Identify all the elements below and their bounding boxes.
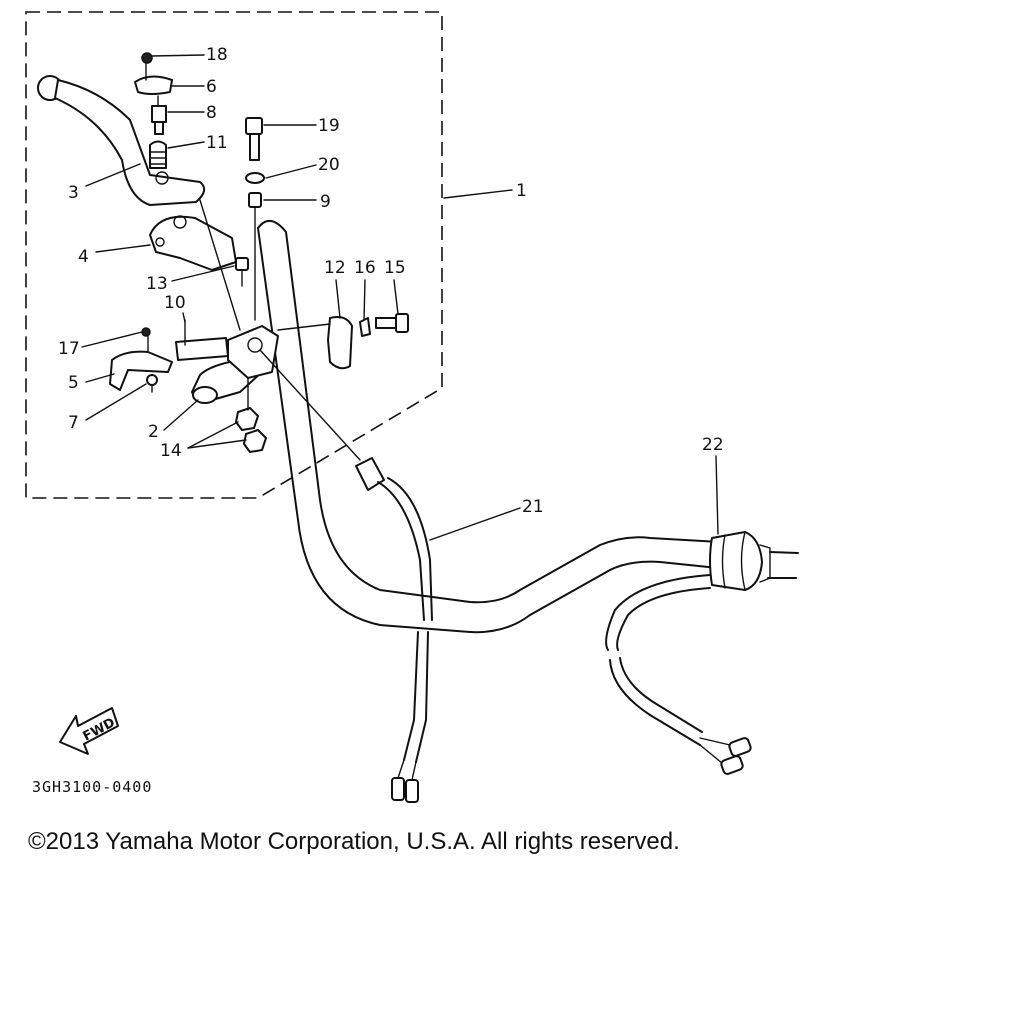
top-fasteners xyxy=(134,52,173,169)
callout-12: 12 xyxy=(324,258,346,278)
callout-19: 19 xyxy=(318,116,340,136)
assembly-boundary xyxy=(25,11,443,499)
callout-4: 4 xyxy=(78,247,89,267)
callout-20: 20 xyxy=(318,155,340,175)
fwd-arrow-icon: FWD xyxy=(59,707,119,755)
switch-harness xyxy=(605,574,752,775)
callout-2: 2 xyxy=(148,422,159,442)
callout-8: 8 xyxy=(206,103,217,123)
callout-6: 6 xyxy=(206,77,217,97)
callout-16: 16 xyxy=(354,258,376,278)
callout-15: 15 xyxy=(384,258,406,278)
pivot-bolt-set xyxy=(245,117,265,321)
callout-14: 14 xyxy=(160,441,182,461)
screw-13 xyxy=(199,199,249,331)
callout-21: 21 xyxy=(522,497,544,517)
lever-bracket xyxy=(175,325,361,461)
callout-11: 11 xyxy=(206,133,228,153)
callout-18: 18 xyxy=(206,45,228,65)
handlebar xyxy=(257,220,799,634)
diagram-code: 3GH3100-0400 xyxy=(32,778,153,796)
switch-parts xyxy=(109,319,186,393)
callout-1: 1 xyxy=(516,181,527,201)
callout-13: 13 xyxy=(146,274,168,294)
callout-numbers: 18 6 8 11 3 4 19 20 9 1 13 10 12 16 15 1… xyxy=(58,45,724,517)
clamp-holder xyxy=(277,313,409,370)
handlebar-switch xyxy=(709,531,771,591)
callout-5: 5 xyxy=(68,373,79,393)
callout-22: 22 xyxy=(702,435,724,455)
callout-7: 7 xyxy=(68,413,79,433)
leader-lines xyxy=(81,54,719,541)
clutch-switch-lead xyxy=(355,457,433,803)
copyright-notice: ©2013 Yamaha Motor Corporation, U.S.A. A… xyxy=(28,828,680,855)
lever-holder xyxy=(149,215,237,271)
callout-10: 10 xyxy=(164,293,186,313)
clutch-lever xyxy=(37,75,206,206)
nuts xyxy=(235,377,267,453)
callout-3: 3 xyxy=(68,183,79,203)
callout-17: 17 xyxy=(58,339,80,359)
callout-9: 9 xyxy=(320,192,331,212)
